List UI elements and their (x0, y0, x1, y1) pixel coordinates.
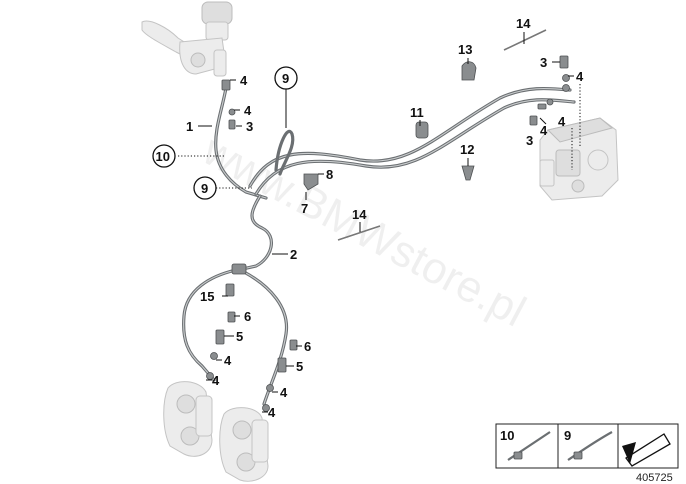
callout-10-circled[interactable]: 10 (152, 144, 176, 168)
callout-6-right[interactable]: 6 (304, 339, 311, 354)
callout-3-master[interactable]: 3 (246, 119, 253, 134)
callout-4-top-right[interactable]: 4 (576, 69, 584, 84)
callout-14-mid[interactable]: 14 (352, 207, 367, 222)
callout-4-right-bottom-a[interactable]: 4 (280, 385, 288, 400)
callout-3-top-right[interactable]: 3 (540, 55, 547, 70)
master-cylinder-ghost (141, 1, 233, 77)
callout-9-mid: 9 (201, 181, 208, 196)
diagram-number: 405725 (636, 472, 673, 484)
callout-10: 10 (156, 149, 170, 164)
callout-8[interactable]: 8 (326, 167, 333, 182)
callout-4-left-b[interactable]: 4 (212, 373, 220, 388)
callout-1[interactable]: 1 (186, 119, 193, 134)
callout-4-master-a[interactable]: 4 (240, 73, 248, 88)
legend-label-9: 9 (564, 428, 571, 443)
legend: 10 9 405725 (495, 423, 679, 484)
callout-5-left[interactable]: 5 (236, 329, 243, 344)
callout-14-top[interactable]: 14 (516, 16, 531, 31)
leader-lines (178, 32, 581, 413)
hardware (206, 29, 570, 412)
callout-6-left[interactable]: 6 (244, 309, 251, 324)
arrow-symbol-icon (622, 433, 671, 467)
callout-12[interactable]: 12 (460, 142, 474, 157)
callout-4-right-a[interactable]: 4 (540, 123, 548, 138)
callout-5-right[interactable]: 5 (296, 359, 303, 374)
callout-4-left-a[interactable]: 4 (224, 353, 232, 368)
callout-4-right-bottom-b[interactable]: 4 (268, 405, 276, 420)
callout-9-mid-circled[interactable]: 9 (193, 176, 217, 200)
callout-2[interactable]: 2 (290, 247, 297, 262)
left-caliper-ghost (163, 381, 213, 457)
callout-4-master-b[interactable]: 4 (244, 103, 252, 118)
callouts: 14 13 3 4 4 4 3 11 12 4 4 3 1 10 9 9 8 7… (152, 16, 584, 420)
abs-unit-ghost (539, 117, 619, 201)
legend-label-10: 10 (500, 428, 514, 443)
legend-box-10[interactable] (495, 423, 559, 469)
callout-9-top: 9 (282, 71, 289, 86)
callout-7[interactable]: 7 (301, 201, 308, 216)
callout-3-right[interactable]: 3 (526, 133, 533, 148)
right-caliper-ghost (219, 407, 269, 482)
brake-lines (182, 86, 576, 406)
callout-9-top-circled[interactable]: 9 (274, 66, 298, 90)
callout-4-right-b[interactable]: 4 (558, 114, 566, 129)
callout-15[interactable]: 15 (200, 289, 214, 304)
callout-13[interactable]: 13 (458, 42, 472, 57)
callout-11[interactable]: 11 (410, 105, 424, 120)
